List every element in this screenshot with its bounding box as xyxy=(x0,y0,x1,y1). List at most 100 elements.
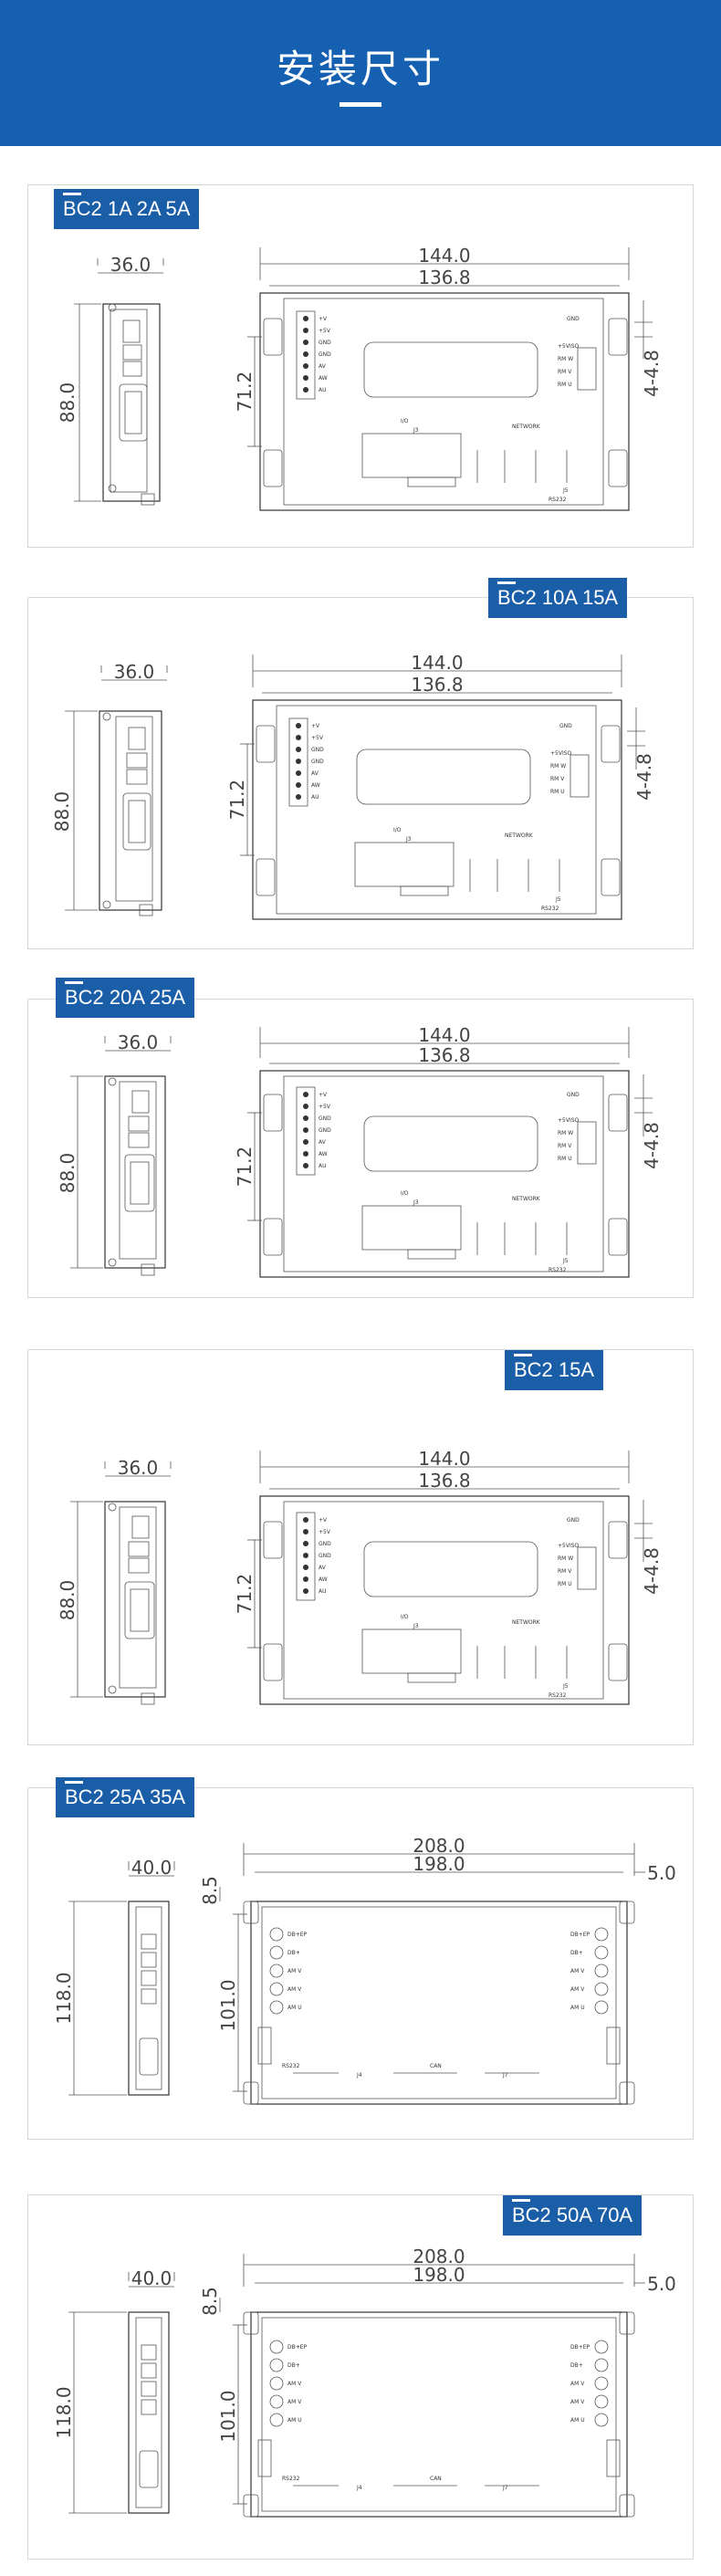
dimension-drawing: 36.0 88.0 144.0 136.8 xyxy=(57,245,663,511)
dimension-value: 88.0 xyxy=(57,1580,78,1621)
dimension-value: 71.2 xyxy=(234,1147,256,1188)
dimension-value: 144.0 xyxy=(411,652,463,674)
dimension-value: 208.0 xyxy=(413,1835,465,1857)
top-view: 144.0 136.8 +V +5V GND GND AV AW AU GND … xyxy=(234,245,663,511)
dimension-value: 36.0 xyxy=(110,254,152,276)
panel-bc2-50a-70a: BC2 50A 70A 40.0 118.0 208.0 198.0 5.0 8… xyxy=(27,2194,694,2560)
connector-label: AM U xyxy=(570,2005,585,2011)
connector-label: AW xyxy=(311,782,320,789)
connector-label: RM W xyxy=(558,356,573,362)
connector-label: CAN xyxy=(430,2476,442,2482)
connector-label: AU xyxy=(311,794,319,801)
connector-label: AM V xyxy=(570,1968,585,1974)
connector-label: AW xyxy=(319,1151,328,1157)
dimension-value: 136.8 xyxy=(418,1470,470,1492)
connector-label: I/O xyxy=(401,1614,409,1620)
connector-label: J4 xyxy=(356,2485,362,2491)
connector-label: J5 xyxy=(555,896,561,903)
connector-label: J5 xyxy=(562,1683,569,1690)
model-label: BC2 15A xyxy=(505,1350,604,1390)
dimension-value: 5.0 xyxy=(647,2273,676,2295)
connector-label: DB+ xyxy=(287,2362,300,2369)
model-label: BC2 1A 2A 5A xyxy=(54,189,200,229)
connector-label: GND xyxy=(311,759,324,765)
connector-label: DB+EP xyxy=(570,1932,590,1938)
connector-label: GND xyxy=(567,1092,580,1098)
connector-label: NETWORK xyxy=(505,832,534,839)
connector-label: AW xyxy=(319,375,328,382)
top-view: 208.0 198.0 5.0 8.5 DB+EP DB+ AM V AM V … xyxy=(199,2246,676,2518)
connector-label: AM V xyxy=(287,1986,302,1993)
connector-label: RM U xyxy=(558,1581,572,1587)
dimension-value: 36.0 xyxy=(118,1031,159,1053)
connector-label: +5V xyxy=(319,1104,331,1110)
side-view: 40.0 118.0 xyxy=(53,2267,175,2514)
dimension-value: 36.0 xyxy=(114,661,155,683)
connector-label: AW xyxy=(319,1576,328,1583)
side-view: 36.0 88.0 xyxy=(51,661,168,916)
connector-label: GND xyxy=(319,1127,331,1134)
dimension-value: 8.5 xyxy=(199,1876,221,1905)
dimension-value: 88.0 xyxy=(57,382,78,424)
dimension-value: 40.0 xyxy=(131,2267,172,2289)
connector-label: RM V xyxy=(558,1143,572,1149)
dimension-value: 4-4.8 xyxy=(641,1122,663,1169)
top-view: 144.0 136.8 +V +5V GND GND AV AW AU GND … xyxy=(226,652,655,920)
connector-label: RM W xyxy=(550,763,566,770)
connector-label: GND xyxy=(319,351,331,358)
connector-label: J4 xyxy=(356,2072,362,2079)
dimension-value: 4-4.8 xyxy=(641,350,663,397)
connector-label: GND xyxy=(319,1541,331,1547)
dimension-value: 71.2 xyxy=(234,372,256,413)
connector-label: +V xyxy=(311,723,320,729)
connector-label: AM V xyxy=(570,2381,585,2387)
title-underline xyxy=(340,102,381,107)
connector-label: NETWORK xyxy=(512,424,541,430)
connector-label: DB+EP xyxy=(287,2344,308,2351)
connector-label: GND xyxy=(311,747,324,753)
side-view: 36.0 88.0 xyxy=(57,1031,172,1276)
connector-label: I/O xyxy=(401,1190,409,1197)
dimension-value: 136.8 xyxy=(411,674,463,696)
dimension-drawing: 36.0 88.0 144.0 136.8 xyxy=(57,1024,663,1278)
connector-label: RM V xyxy=(558,1568,572,1575)
panel-bc2-10a-15a: BC2 10A 15A 36.0 88.0 144.0 136.8 xyxy=(27,578,694,949)
connector-label: AV xyxy=(319,1139,327,1146)
connector-label: +5VISO xyxy=(550,750,572,757)
connector-label: J3 xyxy=(413,1199,419,1206)
connector-label: RS232 xyxy=(282,2476,300,2482)
connector-label: RS232 xyxy=(541,906,559,912)
side-view: 36.0 88.0 xyxy=(57,1457,172,1705)
dimension-value: 198.0 xyxy=(413,1853,465,1875)
connector-label: J7 xyxy=(502,2485,508,2491)
connector-label: DB+EP xyxy=(287,1932,308,1938)
connector-label: GND xyxy=(319,340,331,346)
panel-bc2-15a: BC2 15A 36.0 88.0 144.0 136.8 xyxy=(27,1349,694,1745)
connector-label: J5 xyxy=(562,487,569,494)
connector-label: +5V xyxy=(319,328,331,334)
connector-label: J7 xyxy=(502,2072,508,2079)
model-label: BC2 50A 70A xyxy=(503,2195,643,2236)
connector-label: +5VISO xyxy=(558,1543,580,1549)
connector-label: RS232 xyxy=(549,1692,567,1699)
connector-label: RM W xyxy=(558,1130,573,1136)
connector-label: I/O xyxy=(393,827,402,833)
dimension-drawing: 36.0 88.0 144.0 136.8 xyxy=(57,1448,663,1705)
dimension-value: 136.8 xyxy=(418,267,470,288)
top-view: 208.0 198.0 5.0 8.5 DB+EP DB+ AM V AM V … xyxy=(199,1835,676,2105)
connector-label: +5VISO xyxy=(558,343,580,350)
side-view: 36.0 88.0 xyxy=(57,254,164,506)
dimension-drawing: 36.0 88.0 144.0 136.8 xyxy=(51,652,655,920)
connector-label: AM V xyxy=(287,2399,302,2405)
dimension-value: 5.0 xyxy=(647,1862,676,1884)
connector-label: J3 xyxy=(413,1623,419,1629)
dimension-value: 71.2 xyxy=(234,1574,256,1615)
panel-bc2-1a-5a: BC2 1A 2A 5A 36.0 88.0 144.0 136.8 xyxy=(27,184,694,548)
connector-label: DB+EP xyxy=(570,2344,590,2351)
dimension-drawing: 40.0 118.0 208.0 198.0 5.0 8.5 xyxy=(53,2246,676,2518)
connector-label: AM V xyxy=(570,1986,585,1993)
model-label: BC2 25A 35A xyxy=(56,1777,195,1817)
connector-label: +V xyxy=(319,1092,328,1098)
dimension-value: 88.0 xyxy=(51,791,73,832)
connector-label: AM U xyxy=(570,2417,585,2424)
